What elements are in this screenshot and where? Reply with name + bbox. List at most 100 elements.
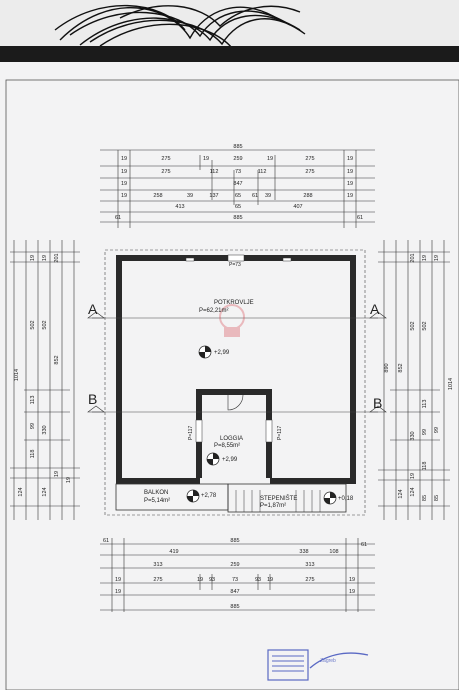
svg-text:113: 113 xyxy=(30,396,36,405)
section-a-right: A xyxy=(370,301,380,317)
left-dimension-labels: 1014 852 502 113 99 118 124 502 330 124 … xyxy=(14,253,72,496)
level-marker-main xyxy=(198,345,212,359)
svg-text:85: 85 xyxy=(422,495,428,501)
stair-outline xyxy=(227,483,347,513)
svg-text:258: 258 xyxy=(153,193,162,199)
svg-text:Zagreb: Zagreb xyxy=(320,658,336,664)
svg-text:61: 61 xyxy=(115,215,121,221)
top-dimension-labels: 885 19 275 19 259 19 275 19 19 275 112 7… xyxy=(115,144,363,221)
section-arrow xyxy=(369,405,387,413)
svg-text:201: 201 xyxy=(54,253,60,262)
section-b-right: B xyxy=(373,395,382,411)
svg-text:19: 19 xyxy=(267,577,273,583)
svg-text:124: 124 xyxy=(410,487,416,496)
section-arrow xyxy=(87,405,105,413)
svg-text:19: 19 xyxy=(115,589,121,595)
svg-text:39: 39 xyxy=(187,193,193,199)
window-mark xyxy=(185,257,195,262)
watermark-logo xyxy=(219,304,245,337)
svg-text:885: 885 xyxy=(230,604,239,610)
company-stamp: Zagreb xyxy=(267,649,369,681)
svg-text:118: 118 xyxy=(30,450,36,459)
svg-text:108: 108 xyxy=(329,549,338,555)
svg-text:39: 39 xyxy=(265,193,271,199)
svg-text:65: 65 xyxy=(235,204,241,210)
level-loggia: +2,99 xyxy=(222,457,238,463)
svg-text:313: 313 xyxy=(305,562,314,568)
bottom-dimensions xyxy=(100,538,375,612)
svg-text:19: 19 xyxy=(121,156,127,162)
svg-text:275: 275 xyxy=(153,577,162,583)
window-mark xyxy=(227,254,245,262)
svg-text:124: 124 xyxy=(18,487,24,496)
svg-text:99: 99 xyxy=(434,427,440,433)
svg-text:275: 275 xyxy=(161,156,170,162)
svg-text:118: 118 xyxy=(422,462,428,471)
svg-text:73: 73 xyxy=(232,577,238,583)
svg-text:338: 338 xyxy=(299,549,308,555)
svg-text:19: 19 xyxy=(121,169,127,175)
svg-text:19: 19 xyxy=(349,589,355,595)
stair-treads xyxy=(235,490,321,512)
opening-top: P=73 xyxy=(229,262,241,268)
svg-text:61: 61 xyxy=(357,215,363,221)
svg-text:885: 885 xyxy=(230,538,239,544)
svg-text:19: 19 xyxy=(203,156,209,162)
svg-text:852: 852 xyxy=(54,355,60,364)
svg-text:19: 19 xyxy=(115,577,121,583)
level-marker-balcony xyxy=(186,489,200,503)
level-main: +2,99 xyxy=(214,350,230,356)
svg-text:124: 124 xyxy=(42,487,48,496)
svg-text:330: 330 xyxy=(42,425,48,434)
svg-text:259: 259 xyxy=(230,562,239,568)
section-a-left: A xyxy=(88,301,98,317)
svg-text:19: 19 xyxy=(267,156,273,162)
svg-text:502: 502 xyxy=(422,321,428,330)
left-dimensions xyxy=(10,240,80,520)
level-marker-loggia xyxy=(206,452,220,466)
drawing-frame xyxy=(5,79,459,690)
svg-text:1014: 1014 xyxy=(448,378,454,390)
balcony-name: BALKON xyxy=(144,490,168,496)
svg-text:19: 19 xyxy=(347,156,353,162)
level-marker-stair xyxy=(323,491,337,505)
svg-text:61: 61 xyxy=(103,538,109,544)
svg-text:413: 413 xyxy=(175,204,184,210)
svg-text:19: 19 xyxy=(54,471,60,477)
room-main-name: POTKROVLJE xyxy=(214,300,254,306)
paper-sheet xyxy=(0,62,459,690)
svg-text:19: 19 xyxy=(410,473,416,479)
svg-text:19: 19 xyxy=(349,577,355,583)
svg-text:19: 19 xyxy=(42,255,48,261)
section-arrow xyxy=(87,311,105,319)
svg-text:19: 19 xyxy=(66,477,72,483)
svg-text:19: 19 xyxy=(30,255,36,261)
svg-text:890: 890 xyxy=(384,363,390,372)
svg-text:19: 19 xyxy=(347,169,353,175)
floor-plan xyxy=(87,249,387,516)
window-mark xyxy=(265,419,273,443)
svg-text:275: 275 xyxy=(161,169,170,175)
level-stair: +0,18 xyxy=(338,496,354,502)
svg-text:502: 502 xyxy=(30,320,36,329)
svg-text:65: 65 xyxy=(235,193,241,199)
svg-text:502: 502 xyxy=(42,320,48,329)
svg-text:99: 99 xyxy=(422,429,428,435)
window-mark xyxy=(195,419,203,443)
svg-text:885: 885 xyxy=(233,144,242,150)
svg-text:201: 201 xyxy=(410,253,416,262)
svg-text:112: 112 xyxy=(210,169,219,175)
room-loggia-area: P=8,55m² xyxy=(214,443,240,449)
svg-text:847: 847 xyxy=(230,589,239,595)
svg-text:259: 259 xyxy=(233,156,242,162)
svg-text:19: 19 xyxy=(347,193,353,199)
svg-text:847: 847 xyxy=(233,181,242,187)
svg-text:275: 275 xyxy=(305,577,314,583)
top-dimensions xyxy=(100,149,375,228)
svg-text:61: 61 xyxy=(361,542,367,548)
roof-outline xyxy=(104,249,366,516)
svg-text:85: 85 xyxy=(434,495,440,501)
svg-text:61: 61 xyxy=(252,193,258,199)
opening-left: P=117 xyxy=(188,426,194,440)
